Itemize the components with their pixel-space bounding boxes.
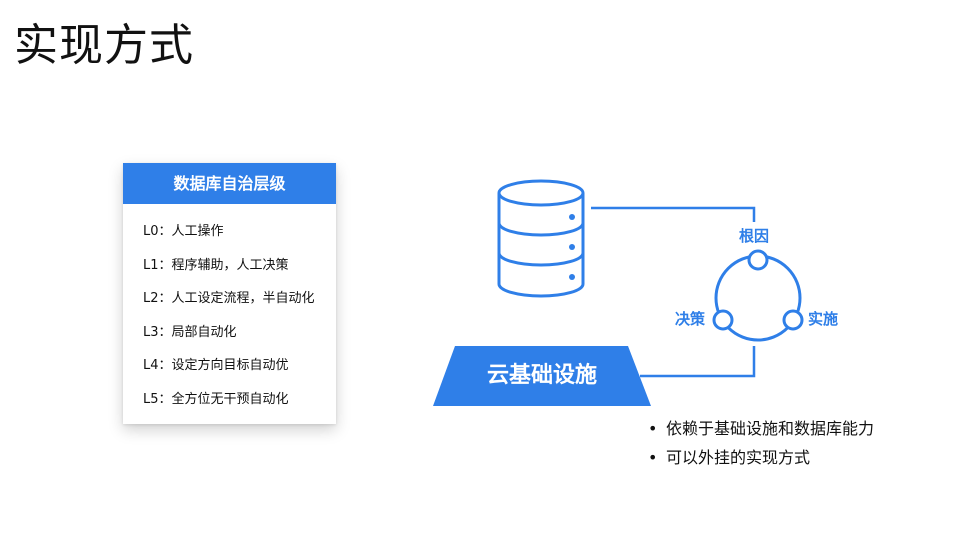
notes-list: • 依赖于基础设施和数据库能力 • 可以外挂的实现方式: [648, 414, 874, 472]
level-item-l0: L0：人工操作: [143, 224, 224, 239]
cycle-node-implement: [782, 309, 804, 331]
cycle-label-implement: 实施: [808, 310, 839, 328]
database-icon: [497, 179, 585, 298]
level-item-l3: L3：局部自动化: [143, 324, 237, 340]
note-item: • 依赖于基础设施和数据库能力: [648, 414, 874, 443]
cloud-infrastructure-label: 云基础设施: [486, 363, 597, 388]
page-title: 实现方式: [14, 20, 194, 71]
autonomy-levels-card: 数据库自治层级 L0：人工操作 L1：程序辅助，人工决策 L2：人工设定流程，半…: [123, 163, 336, 424]
cycle-diagram: [712, 249, 804, 342]
level-item-l5: L5：全方位无干预自动化: [143, 391, 289, 407]
cycle-node-root: [747, 249, 769, 271]
level-item-l4: L4：设定方向目标自动优: [143, 358, 289, 373]
cycle-label-root: 根因: [739, 227, 770, 245]
autonomy-levels-list: L0：人工操作 L1：程序辅助，人工决策 L2：人工设定流程，半自动化 L3：局…: [123, 204, 336, 408]
cloud-infrastructure-shape: [433, 346, 651, 406]
note-text: 可以外挂的实现方式: [666, 448, 811, 467]
level-item-l1: L1：程序辅助，人工决策: [143, 257, 289, 273]
cycle-label-decide: 决策: [675, 310, 706, 328]
cycle-node-decide: [712, 309, 734, 331]
bullet-marker: •: [648, 448, 658, 467]
connector-database-to-cycle: [591, 206, 756, 222]
note-text: 依赖于基础设施和数据库能力: [666, 419, 875, 438]
bullet-marker: •: [648, 419, 658, 438]
level-item-l2: L2：人工设定流程，半自动化: [143, 291, 315, 306]
connector-platform-to-cycle: [640, 346, 756, 378]
note-item: • 可以外挂的实现方式: [648, 443, 874, 472]
autonomy-levels-header: 数据库自治层级: [123, 163, 336, 204]
